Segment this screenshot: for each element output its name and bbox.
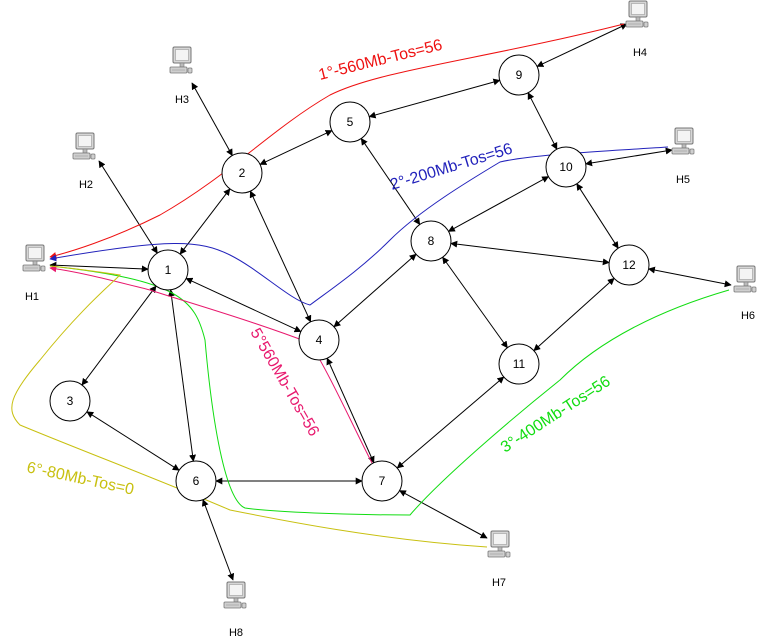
- computer-icon: [625, 0, 649, 28]
- router-2[interactable]: 2: [221, 152, 263, 194]
- computer-icon: [223, 581, 247, 609]
- flow-path-3: [49, 265, 730, 516]
- link-5-8: [360, 137, 421, 226]
- link-H3-2: [191, 82, 233, 157]
- host-H5-label: H5: [676, 174, 690, 186]
- router-9[interactable]: 9: [498, 54, 540, 96]
- flow-label-1: 1°-560Mb-Tos=56: [317, 37, 444, 84]
- host-H6[interactable]: H6: [733, 265, 757, 322]
- link-5-9: [368, 78, 501, 119]
- router-5[interactable]: 5: [329, 101, 371, 143]
- router-2-label: 2: [239, 166, 246, 180]
- flow-label-2: 2°-200Mb-Tos=56: [388, 140, 514, 193]
- link-8-10: [447, 176, 550, 232]
- host-H4[interactable]: H4: [625, 0, 649, 59]
- links-layer: [49, 23, 732, 581]
- host-H8[interactable]: H8: [223, 581, 247, 639]
- router-7-label: 7: [379, 474, 386, 488]
- router-6-label: 6: [193, 474, 200, 488]
- host-H3[interactable]: H3: [169, 46, 193, 106]
- link-10-H5: [585, 147, 673, 167]
- host-H1-label: H1: [25, 291, 39, 303]
- link-4-7: [326, 357, 375, 464]
- flow-path-6: [11, 265, 488, 548]
- router-3-label: 3: [67, 394, 74, 408]
- link-11-12: [533, 277, 615, 352]
- link-1-2: [179, 188, 231, 255]
- link-H1-1: [49, 261, 149, 273]
- host-H8-label: H8: [229, 627, 243, 639]
- router-10-circle: [545, 146, 587, 188]
- link-10-12: [576, 183, 619, 249]
- router-7-circle: [361, 460, 403, 502]
- router-11[interactable]: 11: [498, 343, 540, 385]
- host-H3-label: H3: [175, 94, 189, 106]
- router-4[interactable]: 4: [298, 319, 340, 361]
- host-H1[interactable]: H1: [22, 244, 46, 303]
- router-1[interactable]: 1: [147, 249, 189, 291]
- link-1-4: [185, 277, 302, 333]
- router-12-label: 12: [622, 258, 636, 272]
- host-H2[interactable]: H2: [72, 132, 96, 191]
- host-H7[interactable]: H7: [487, 530, 511, 589]
- link-1-6: [167, 289, 197, 462]
- link-2-5: [259, 130, 333, 165]
- link-8-11: [442, 256, 508, 349]
- router-5-circle: [329, 101, 371, 143]
- computer-icon: [72, 132, 96, 160]
- computer-icon: [671, 127, 695, 155]
- link-12-H6: [647, 266, 732, 288]
- link-1-3: [81, 285, 157, 386]
- link-9-10: [527, 92, 558, 150]
- link-8-12: [450, 240, 610, 266]
- router-1-circle: [147, 249, 189, 291]
- flow-path-2: [49, 146, 669, 306]
- link-7-H7: [398, 490, 488, 539]
- router-3[interactable]: 3: [49, 380, 91, 422]
- flow-path-1: [49, 23, 625, 259]
- flow-path-5: [49, 265, 373, 464]
- router-3-circle: [49, 380, 91, 422]
- host-H7-label: H7: [492, 577, 506, 589]
- router-2-circle: [221, 152, 263, 194]
- link-6-H8: [201, 499, 235, 581]
- flow-label-3: 3°-400Mb-Tos=56: [498, 373, 614, 456]
- computer-icon: [22, 244, 46, 272]
- host-H4-label: H4: [633, 47, 647, 59]
- router-11-label: 11: [513, 357, 526, 371]
- computer-icon: [733, 265, 757, 293]
- host-H6-label: H6: [741, 310, 755, 322]
- router-10[interactable]: 10: [545, 146, 587, 188]
- computer-icon: [487, 530, 511, 558]
- router-9-circle: [498, 54, 540, 96]
- link-11-7: [396, 376, 505, 469]
- link-9-H4: [536, 23, 628, 67]
- host-H5[interactable]: H5: [671, 127, 695, 186]
- link-8-4: [333, 253, 417, 328]
- flows-layer: [11, 23, 730, 548]
- router-7[interactable]: 7: [361, 460, 403, 502]
- router-4-circle: [298, 319, 340, 361]
- link-H2-1: [98, 160, 158, 254]
- router-12[interactable]: 12: [608, 244, 650, 286]
- router-11-circle: [498, 343, 540, 385]
- router-12-circle: [608, 244, 650, 286]
- router-4-label: 4: [316, 333, 323, 347]
- router-5-label: 5: [347, 115, 354, 129]
- router-8[interactable]: 8: [410, 220, 452, 262]
- router-9-label: 9: [516, 68, 523, 82]
- router-6[interactable]: 6: [175, 460, 217, 502]
- host-H2-label: H2: [79, 179, 93, 191]
- router-1-label: 1: [165, 263, 172, 277]
- router-6-circle: [175, 460, 217, 502]
- computer-icon: [169, 46, 193, 74]
- router-8-circle: [410, 220, 452, 262]
- link-3-6: [86, 411, 180, 471]
- router-10-label: 10: [559, 160, 573, 174]
- router-8-label: 8: [428, 234, 435, 248]
